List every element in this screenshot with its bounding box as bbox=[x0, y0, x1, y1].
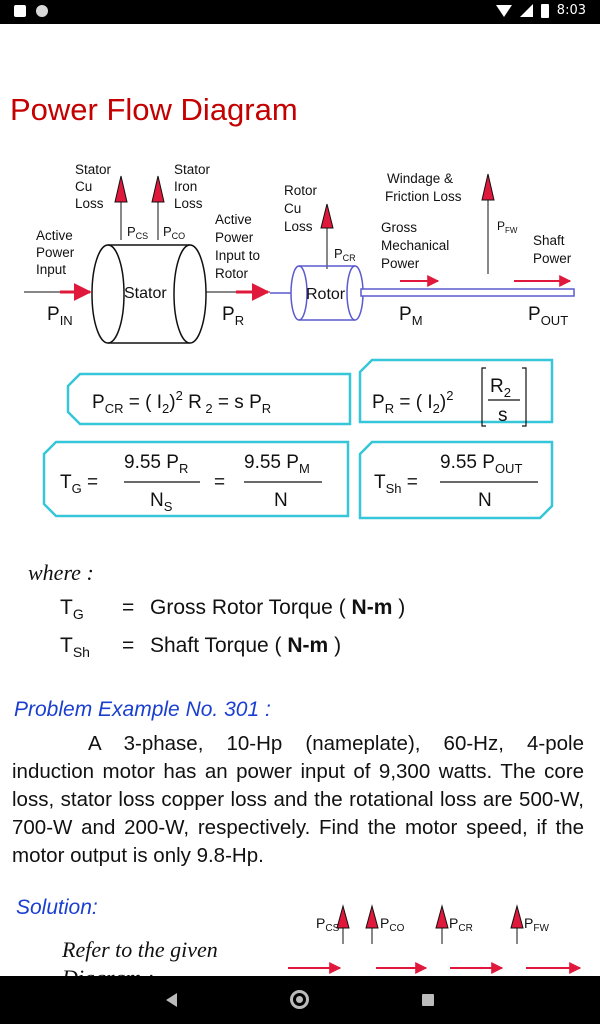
stator-cu-loss-line3: Loss bbox=[75, 196, 104, 211]
stator-iron-loss-line2: Iron bbox=[174, 179, 197, 194]
problem-text: A 3-phase, 10-Hp (nameplate), 60-Hz, 4-p… bbox=[12, 732, 584, 867]
gross-mech-line2: Mechanical bbox=[381, 238, 449, 253]
solution-title: Solution: bbox=[16, 896, 98, 919]
svg-text:PCO: PCO bbox=[163, 224, 185, 241]
shaft-power-line1: Shaft bbox=[533, 233, 565, 248]
svg-text:PIN: PIN bbox=[47, 304, 73, 328]
formula-tsh: TSh = bbox=[374, 472, 418, 496]
svg-text:PCR: PCR bbox=[449, 915, 473, 934]
navigation-bar bbox=[0, 976, 600, 1024]
svg-text:=: = bbox=[214, 472, 225, 493]
rotor-cylinder bbox=[270, 265, 575, 321]
rotor-label: Rotor bbox=[306, 286, 346, 303]
svg-text:9.55 POUT: 9.55 POUT bbox=[440, 452, 522, 476]
svg-text:9.55 PM: 9.55 PM bbox=[244, 452, 310, 476]
windage-line2: Friction Loss bbox=[385, 189, 462, 204]
back-icon[interactable] bbox=[166, 993, 177, 1007]
active-power-input-line1: Active bbox=[36, 228, 73, 243]
loss-arrows bbox=[114, 173, 495, 274]
active-power-input-line2: Power bbox=[36, 245, 75, 260]
svg-text:PCS: PCS bbox=[316, 915, 340, 934]
stator-cu-loss-line2: Cu bbox=[75, 179, 92, 194]
arrow-up-icon bbox=[320, 203, 334, 229]
content-area[interactable]: Power Flow Diagram bbox=[0, 24, 600, 976]
p-cr-sub: CR bbox=[343, 253, 356, 263]
svg-text:N: N bbox=[478, 490, 492, 511]
stator-cylinder bbox=[91, 244, 207, 344]
svg-text:PCO: PCO bbox=[380, 915, 405, 934]
svg-text:9.55 PR: 9.55 PR bbox=[124, 452, 188, 476]
svg-text:PFW: PFW bbox=[497, 219, 518, 235]
stator-label: Stator bbox=[124, 285, 167, 302]
svg-text:R2: R2 bbox=[490, 376, 511, 400]
svg-text:s: s bbox=[498, 405, 508, 426]
page-title: Power Flow Diagram bbox=[10, 92, 298, 127]
status-time: 8:03 bbox=[556, 3, 586, 18]
active-power-rotor-line2: Power bbox=[215, 230, 254, 245]
signal-icon bbox=[519, 4, 533, 17]
formula-pcr: PCR = ( I2)2 R 2 = s PR bbox=[92, 388, 271, 416]
svg-text:NS: NS bbox=[150, 490, 173, 514]
stator-iron-loss-line3: Loss bbox=[174, 196, 203, 211]
svg-text:N: N bbox=[274, 490, 288, 511]
arrow-up-icon bbox=[151, 175, 165, 203]
formula-tg: TG = bbox=[60, 472, 98, 496]
power-flow-diagram: Stator Cu Loss Stator Iron Loss PCS PCO … bbox=[24, 162, 582, 974]
recent-apps-icon[interactable] bbox=[422, 994, 434, 1006]
p-r-sub: R bbox=[235, 313, 244, 328]
svg-text:PCS: PCS bbox=[127, 224, 148, 241]
active-power-rotor-line4: Rotor bbox=[215, 266, 249, 281]
p-fw-sub: FW bbox=[505, 226, 518, 235]
arrow-up-icon bbox=[481, 173, 495, 201]
svg-text:PFW: PFW bbox=[524, 915, 549, 934]
where-label: where : bbox=[28, 560, 94, 585]
p-co-sub: CO bbox=[172, 231, 186, 241]
arrow-up-icon bbox=[435, 904, 449, 929]
p-cs-sub: CS bbox=[136, 231, 149, 241]
gross-mech-line3: Power bbox=[381, 256, 420, 271]
svg-text:PCR: PCR bbox=[334, 246, 356, 263]
p-m-sub: M bbox=[412, 313, 423, 328]
stator-cu-loss-line1: Stator bbox=[75, 162, 112, 177]
wifi-icon bbox=[495, 4, 512, 17]
p-in-sub: IN bbox=[60, 313, 73, 328]
home-icon[interactable] bbox=[290, 990, 309, 1009]
notification-icon bbox=[14, 5, 26, 17]
arrow-up-icon bbox=[510, 904, 524, 929]
svg-text:POUT: POUT bbox=[528, 304, 568, 328]
problem-title: Problem Example No. 301 : bbox=[14, 698, 271, 721]
active-power-rotor-line1: Active bbox=[215, 212, 252, 227]
svg-text:PM: PM bbox=[399, 304, 423, 328]
active-power-input-line3: Input bbox=[36, 262, 66, 277]
battery-icon bbox=[540, 3, 549, 18]
formula-pr: PR = ( I2)2 bbox=[372, 388, 453, 416]
svg-text:PR: PR bbox=[222, 304, 244, 328]
definition-tsh: TSh = Shaft Torque ( N-m ) bbox=[60, 634, 342, 661]
active-power-rotor-line3: Input to bbox=[215, 248, 260, 263]
definition-tg: TG = Gross Rotor Torque ( N-m ) bbox=[60, 596, 406, 623]
rotor-cu-loss-line1: Rotor bbox=[284, 183, 318, 198]
refer-text: Refer to the given Diagram : bbox=[62, 937, 218, 976]
arrow-up-icon bbox=[114, 175, 128, 203]
arrow-up-icon bbox=[365, 904, 379, 929]
sync-icon bbox=[36, 5, 48, 17]
rotor-cu-loss-line3: Loss bbox=[284, 219, 313, 234]
p-out-sub: OUT bbox=[541, 313, 569, 328]
windage-line1: Windage & bbox=[387, 171, 453, 186]
shaft-power-line2: Power bbox=[533, 251, 572, 266]
mini-diagram bbox=[336, 904, 524, 944]
rotor-cu-loss-line2: Cu bbox=[284, 201, 301, 216]
formula-boxes bbox=[42, 358, 554, 520]
status-bar: 8:03 bbox=[0, 0, 600, 24]
gross-mech-line1: Gross bbox=[381, 220, 417, 235]
stator-iron-loss-line1: Stator bbox=[174, 162, 211, 177]
